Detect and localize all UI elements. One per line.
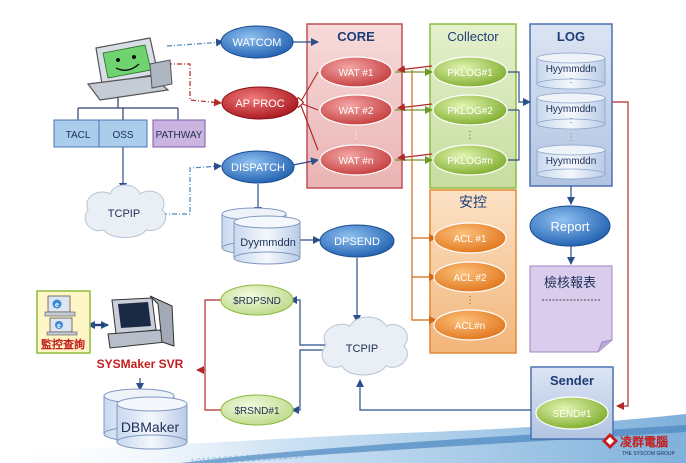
tcpip-mid-label: TCPIP <box>346 343 378 355</box>
core-title: CORE <box>337 29 375 44</box>
log-cylinder-2: Hyymmddn : <box>536 92 606 130</box>
control-item-n-label: ACL#n <box>455 321 486 332</box>
sender-title: Sender <box>550 373 594 388</box>
control-item-2: ACL #2 <box>433 261 507 293</box>
monitor-label: 監控查詢 <box>41 337 85 351</box>
tcpip-cloud-mid: TCPIP <box>321 316 408 376</box>
ap-proc-node: AP PROC <box>221 86 299 120</box>
control-item-2-label: ACL #2 <box>454 273 487 284</box>
brand-sub: THE SYSCOM GROUP <box>622 451 675 457</box>
collector-item-n-label: PKLOG#n <box>447 156 493 167</box>
audit-report-document: 檢核報表 <box>529 265 613 353</box>
log-item-2-label: Hyymmddn <box>546 104 597 115</box>
oss-box: OSS <box>98 119 148 148</box>
computer-icon <box>86 37 173 101</box>
dpsend-node: DPSEND <box>319 224 395 258</box>
collector-ellipsis: ⋮ <box>465 130 475 141</box>
monitor-query-box: e e 監控查詢 <box>36 290 91 354</box>
core-item-1-label: WAT #1 <box>339 68 374 79</box>
core-item-2: WAT #2 <box>319 94 393 126</box>
core-item-2-label: WAT #2 <box>339 106 374 117</box>
control-item-1: ACL #1 <box>433 222 507 254</box>
tacl-box: TACL <box>53 119 103 148</box>
core-ellipsis: ⋮ <box>351 130 361 141</box>
sender-item: SEND#1 <box>535 396 609 430</box>
report-node: Report <box>529 205 611 247</box>
dbmaker-label: DBMaker <box>121 419 180 435</box>
tcpip-cloud-top: TCPIP <box>84 184 167 238</box>
collector-item-n: PKLOG#n <box>432 144 508 176</box>
dyymmddn-cylinder: Dyymmddn <box>221 207 301 265</box>
control-item-n: ACL#n <box>433 309 507 341</box>
control-item-1-label: ACL #1 <box>454 234 487 245</box>
dispatch-node: DISPATCH <box>221 150 295 184</box>
core-item-n: WAT #n <box>319 144 393 176</box>
core-item-n-label: WAT #n <box>339 156 374 167</box>
server-icon <box>107 295 175 349</box>
rsnd1-label: $RSND#1 <box>234 406 279 417</box>
pathway-box: PATHWAY <box>152 119 206 148</box>
log-cylinder-1: Hyymmddn : <box>536 52 606 90</box>
collector-item-1: PKLOG#1 <box>432 56 508 88</box>
audit-report-label: 檢核報表 <box>544 275 596 291</box>
brand-logo: 凌群電腦 THE SYSCOM GROUP <box>602 433 675 457</box>
tacl-label: TACL <box>66 130 91 141</box>
collector-item-1-label: PKLOG#1 <box>447 68 493 79</box>
client-computer-icon: e e <box>44 295 78 336</box>
oss-label: OSS <box>112 130 133 141</box>
pathway-label: PATHWAY <box>156 130 203 141</box>
collector-title: Collector <box>447 29 499 44</box>
rdpsnd-node: $RDPSND <box>220 284 294 316</box>
dispatch-label: DISPATCH <box>231 162 285 174</box>
brand-name: 凌群電腦 <box>620 434 668 449</box>
control-ellipsis: ⋮ <box>465 295 475 306</box>
log-title: LOG <box>557 29 585 44</box>
core-item-1: WAT #1 <box>319 56 393 88</box>
dyymmddn-label: Dyymmddn <box>240 237 296 249</box>
sender-item-label: SEND#1 <box>553 409 592 420</box>
tcpip-top-label: TCPIP <box>108 208 140 220</box>
control-title: 安控 <box>459 195 487 211</box>
connectors <box>77 38 629 414</box>
log-cylinder-n: Hyymmddn <box>536 144 606 180</box>
collector-item-2: PKLOG#2 <box>432 94 508 126</box>
log-item-1-label: Hyymmddn <box>546 64 597 75</box>
ap-proc-label: AP PROC <box>235 98 284 110</box>
log-colon: : <box>570 75 573 85</box>
collector-item-2-label: PKLOG#2 <box>447 106 493 117</box>
log-ellipsis: ⋮ <box>566 132 576 143</box>
rsnd1-node: $RSND#1 <box>220 394 294 426</box>
svg-text:e: e <box>55 302 59 309</box>
report-label: Report <box>550 219 589 234</box>
watcom-node: WATCOM <box>220 25 294 59</box>
sysmaker-label: SYSMaker SVR <box>97 357 184 371</box>
dpsend-label: DPSEND <box>334 236 380 248</box>
svg-text:e: e <box>57 323 61 330</box>
dbmaker-cylinder: DBMaker <box>103 388 188 450</box>
rdpsnd-label: $RDPSND <box>233 296 281 307</box>
log-item-n-label: Hyymmddn <box>546 156 597 167</box>
watcom-label: WATCOM <box>233 37 282 49</box>
log-colon: : <box>570 115 573 125</box>
